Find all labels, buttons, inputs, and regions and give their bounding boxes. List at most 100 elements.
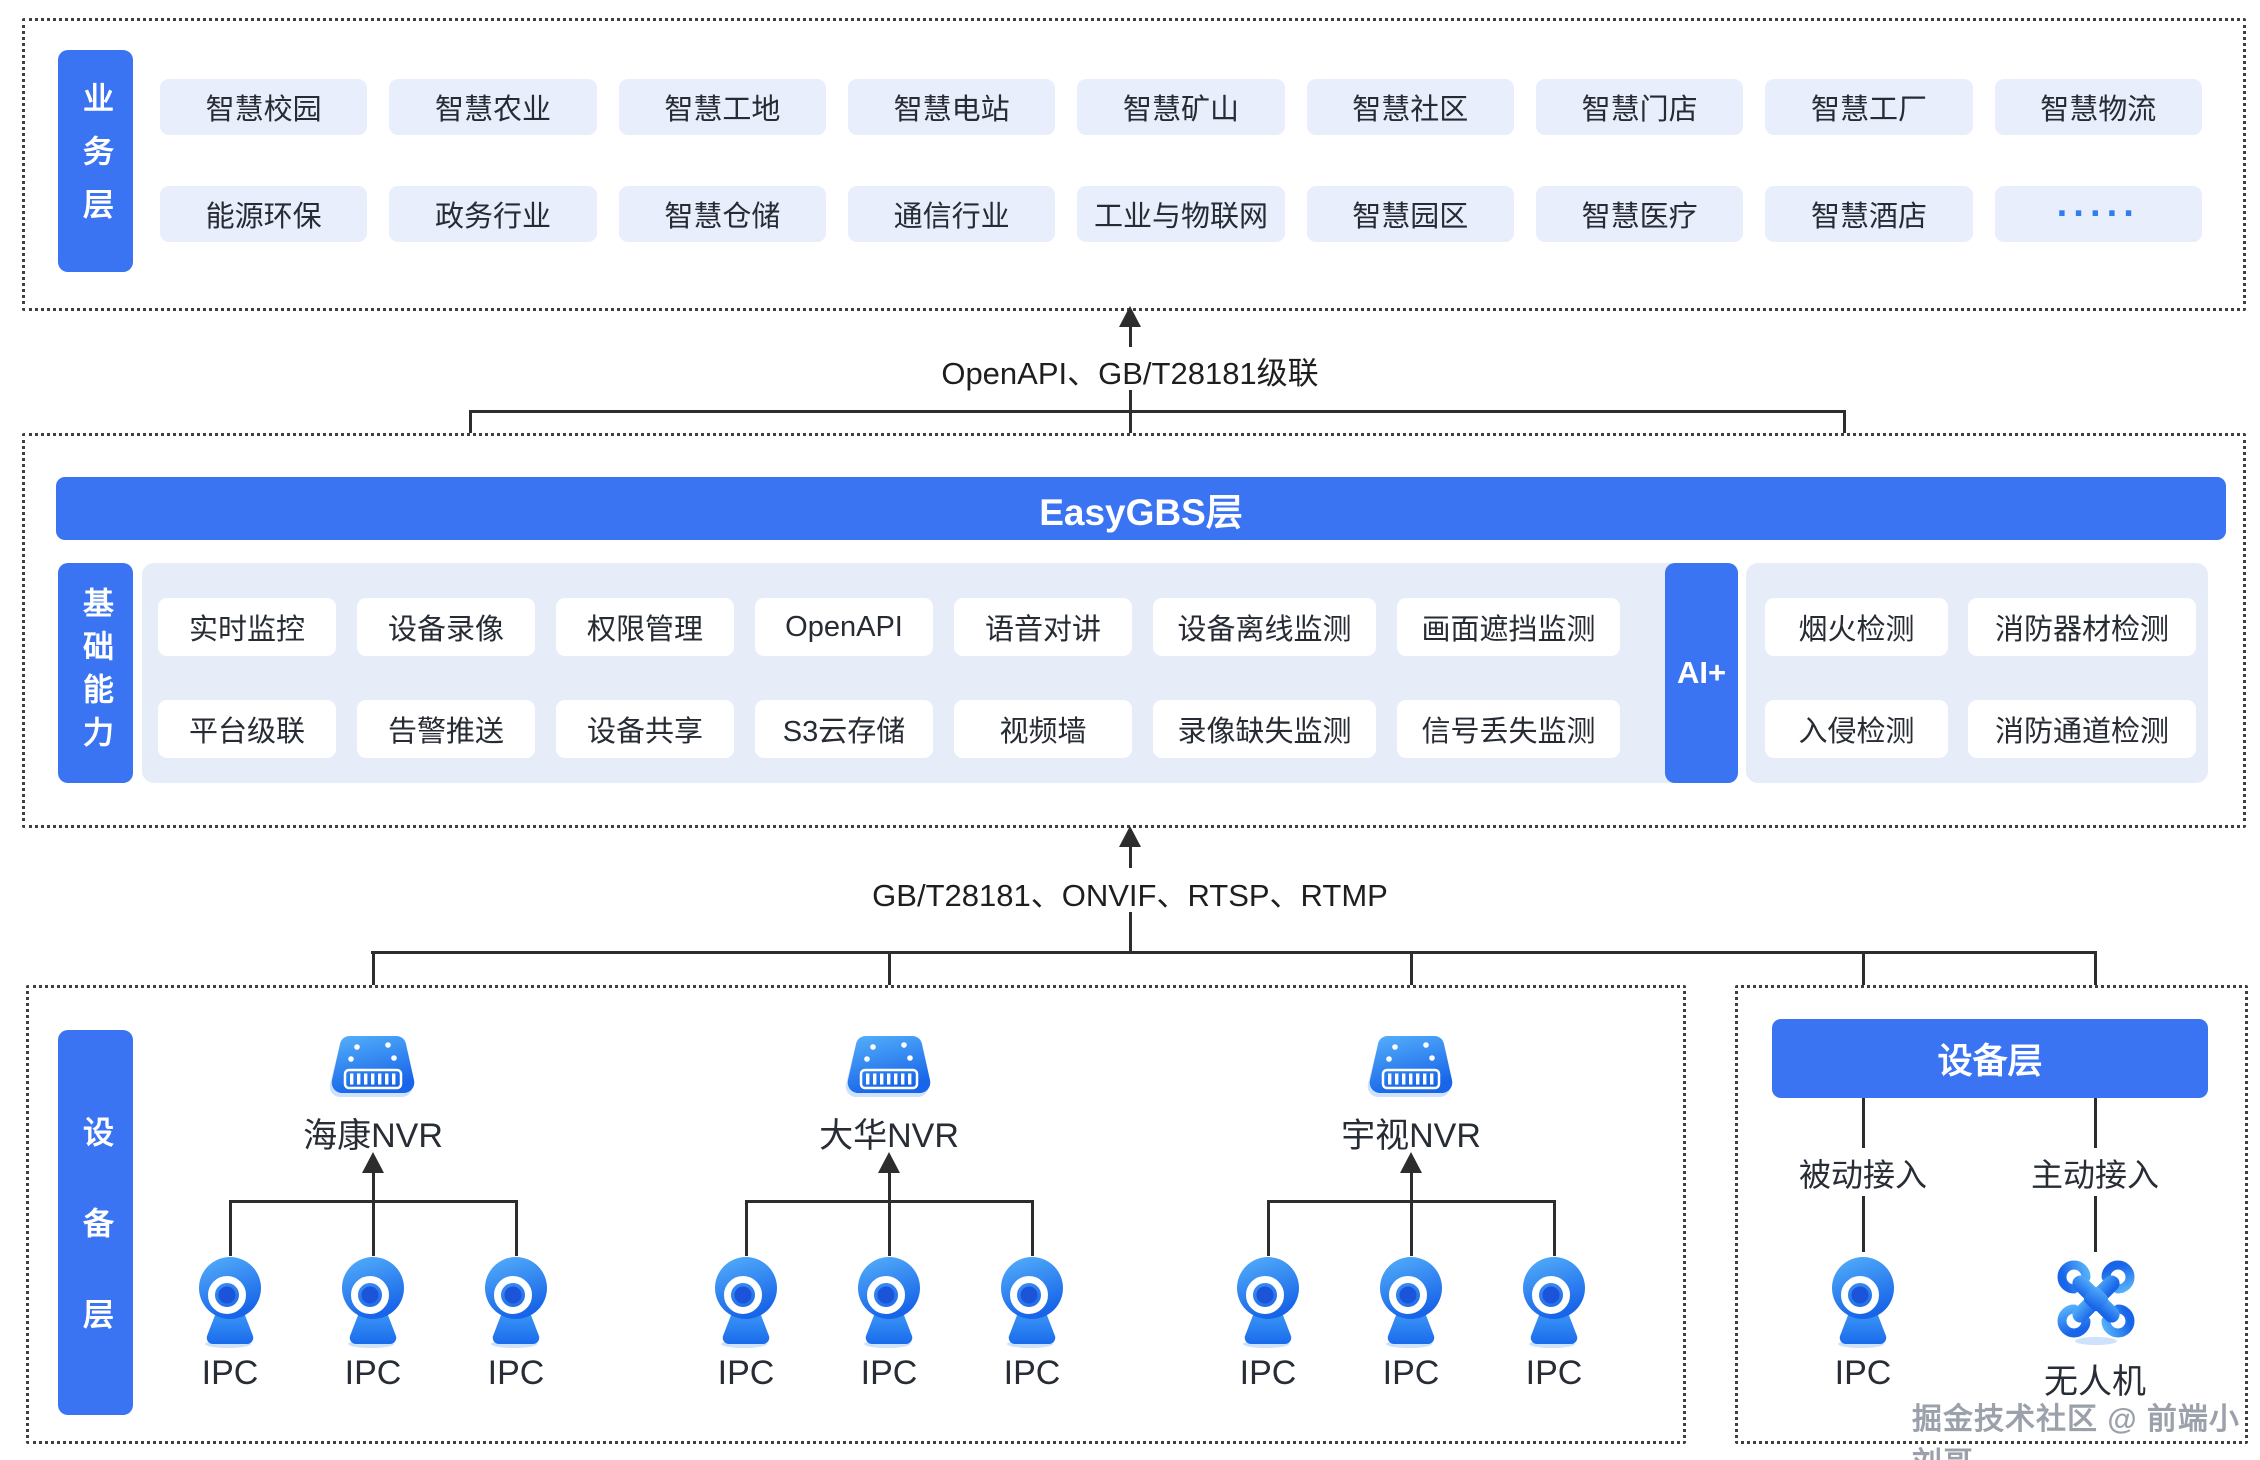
business-chip: 智慧酒店	[1765, 186, 1973, 242]
connector-line	[469, 410, 1846, 413]
capability-chip: 实时监控	[158, 598, 336, 656]
business-row-1: 智慧校园 智慧农业 智慧工地 智慧电站 智慧矿山 智慧社区 智慧门店 智慧工厂 …	[160, 79, 2202, 135]
ipc-label: IPC	[860, 1354, 918, 1392]
business-chip: 智慧医疗	[1535, 186, 1744, 242]
business-chip: 工业与物联网	[1077, 186, 1285, 242]
active-access-label: 主动接入	[1995, 1150, 2195, 1196]
capability-chip: 告警推送	[357, 700, 535, 758]
ipc-label: IPC	[487, 1354, 545, 1392]
business-layer-box	[22, 18, 2246, 311]
connector-line	[1861, 1196, 1865, 1252]
ipc-label: IPC	[1239, 1354, 1297, 1392]
connector-line	[744, 1200, 748, 1256]
arrow-up-icon	[1400, 1152, 1422, 1173]
capability-chip: S3云存储	[755, 700, 933, 758]
capability-chip: 设备录像	[357, 598, 535, 656]
ipc-icon	[342, 1257, 404, 1348]
capability-label-text: 基础能力	[78, 587, 113, 759]
connector-line	[1128, 325, 1132, 347]
nvr-label: 宇视NVR	[1341, 1117, 1481, 1155]
ipc-label: IPC	[1003, 1354, 1061, 1392]
business-chip: 智慧仓储	[618, 186, 826, 242]
ipc-label: IPC	[201, 1354, 259, 1392]
connector-line	[1128, 912, 1132, 954]
capability-chip: 语音对讲	[954, 598, 1132, 656]
passive-access-label: 被动接入	[1763, 1150, 1963, 1196]
business-chip: 智慧农业	[389, 79, 597, 135]
ipc-label: IPC	[1382, 1354, 1440, 1392]
ipc-icon	[1832, 1257, 1894, 1348]
capability-chip: 设备离线监测	[1153, 598, 1376, 656]
ipc-label: IPC	[1834, 1354, 1892, 1392]
ipc-label: IPC	[344, 1354, 402, 1392]
ai-row-2: 入侵检测 消防通道检测	[1765, 700, 2196, 758]
connector-line	[371, 1200, 375, 1256]
ipc-icon	[199, 1257, 261, 1348]
nvr-icon	[329, 1036, 415, 1097]
connector-line	[1552, 1200, 1556, 1256]
connector-line	[228, 1200, 232, 1256]
ipc-icon	[1237, 1257, 1299, 1348]
ai-label-text: AI+	[1676, 655, 1727, 690]
capability-row-1: 实时监控 设备录像 权限管理 OpenAPI 语音对讲 设备离线监测 画面遮挡监…	[158, 598, 1620, 656]
connector-line	[1409, 1171, 1413, 1202]
connector-line	[514, 1200, 518, 1256]
easygbs-banner-text: EasyGBS层	[1039, 491, 1243, 533]
drone-icon	[2057, 1260, 2135, 1345]
business-chip: 智慧物流	[1994, 79, 2202, 135]
capability-label: 基础能力	[58, 563, 133, 783]
capability-chip: 画面遮挡监测	[1397, 598, 1620, 656]
ipc-icon	[858, 1257, 920, 1348]
drone-label: 无人机	[2044, 1363, 2146, 1401]
business-chip: 智慧门店	[1535, 79, 1744, 135]
business-chip-more: ·····	[1994, 186, 2202, 242]
business-chip: 智慧社区	[1306, 79, 1514, 135]
connector-line	[1409, 1200, 1413, 1256]
easygbs-banner: EasyGBS层	[56, 477, 2226, 540]
capability-chip: OpenAPI	[755, 598, 933, 656]
arrow-up-icon	[1119, 826, 1141, 847]
arrow-up-icon	[1119, 306, 1141, 327]
nvr-icon	[1367, 1036, 1453, 1097]
watermark: 掘金技术社区 @ 前端小刘哥	[1912, 1403, 2240, 1460]
ai-chip: 入侵检测	[1765, 700, 1948, 758]
connector-line	[371, 951, 2095, 954]
device-layer-label-text: 设备层	[78, 1116, 113, 1389]
connector-line	[887, 1200, 891, 1256]
capability-chip: 平台级联	[158, 700, 336, 758]
ai-chip: 消防通道检测	[1968, 700, 2196, 758]
business-chip: 智慧矿山	[1077, 79, 1285, 135]
business-layer-label-text: 业务层	[78, 81, 113, 241]
connector-line	[1266, 1200, 1270, 1256]
capability-chip: 录像缺失监测	[1153, 700, 1376, 758]
ipc-icon	[715, 1257, 777, 1348]
capability-chip: 信号丢失监测	[1397, 700, 1620, 758]
connector-line	[1030, 1200, 1034, 1256]
connector-line	[371, 1171, 375, 1202]
ipc-icon	[1380, 1257, 1442, 1348]
business-chip: 智慧校园	[160, 79, 368, 135]
business-chip: 通信行业	[847, 186, 1056, 242]
ai-label: AI+	[1665, 563, 1738, 783]
ai-row-1: 烟火检测 消防器材检测	[1765, 598, 2196, 656]
business-layer-label: 业务层	[58, 50, 133, 272]
connector-bottom-label: GB/T28181、ONVIF、RTSP、RTMP	[872, 878, 1388, 913]
business-chip: 智慧电站	[847, 79, 1056, 135]
nvr-group: 海康NVR IPC IPC IPC	[199, 1028, 547, 1408]
connector-line	[1861, 1098, 1865, 1148]
arrow-up-icon	[878, 1152, 900, 1173]
connector-top-label: OpenAPI、GB/T28181级联	[941, 356, 1319, 391]
nvr-group: 宇视NVR IPC IPC IPC	[1237, 1028, 1585, 1408]
device-layer-right-banner-text: 设备层	[1937, 1042, 2043, 1081]
connector-line	[1128, 845, 1132, 868]
ipc-label: IPC	[1525, 1354, 1583, 1392]
business-row-2: 能源环保 政务行业 智慧仓储 通信行业 工业与物联网 智慧园区 智慧医疗 智慧酒…	[160, 186, 2202, 242]
nvr-group: 大华NVR IPC IPC IPC	[715, 1028, 1063, 1408]
ipc-label: IPC	[717, 1354, 775, 1392]
device-layer-right-banner: 设备层	[1772, 1019, 2208, 1098]
capability-chip: 视频墙	[954, 700, 1132, 758]
capability-row-2: 平台级联 告警推送 设备共享 S3云存储 视频墙 录像缺失监测 信号丢失监测	[158, 700, 1620, 758]
nvr-icon	[845, 1036, 931, 1097]
ipc-icon	[1523, 1257, 1585, 1348]
